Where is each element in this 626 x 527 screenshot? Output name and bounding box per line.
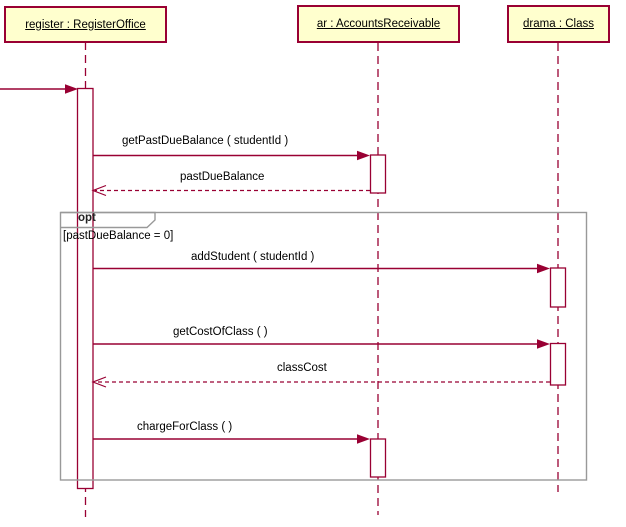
- opt-fragment-frame[interactable]: [59, 211, 588, 481]
- activation-bar-drama-addstudent[interactable]: [549, 267, 567, 308]
- arrowhead-solid: [357, 150, 370, 161]
- activation-bar-ar-getpastduebalance[interactable]: [369, 154, 387, 194]
- message-label-getcostofclass[interactable]: getCostOfClass ( ): [173, 326, 268, 338]
- message-addstudent[interactable]: [93, 263, 550, 274]
- arrowhead-open: [91, 376, 107, 388]
- message-label-chargeforclass[interactable]: chargeForClass ( ): [137, 421, 233, 433]
- arrowhead-solid: [357, 434, 370, 444]
- lifeline-label-ar: ar : AccountsReceivable: [316, 18, 441, 30]
- arrowhead-open: [91, 184, 107, 197]
- lifeline-head-register[interactable]: register : RegisterOffice: [4, 6, 167, 43]
- message-label-classcost[interactable]: classCost: [277, 362, 327, 374]
- activation-bar-drama-getcostofclass[interactable]: [549, 342, 567, 386]
- message-label-addstudent[interactable]: addStudent ( studentId ): [191, 251, 315, 263]
- lifeline-head-ar[interactable]: ar : AccountsReceivable: [297, 5, 460, 43]
- message-found[interactable]: [0, 84, 78, 94]
- message-getpastduebalance[interactable]: [93, 150, 370, 161]
- opt-operator-label: opt: [78, 212, 96, 224]
- message-label-pastduebalance[interactable]: pastDueBalance: [180, 171, 265, 183]
- lifeline-label-register: register : RegisterOffice: [25, 18, 146, 31]
- lifeline-head-drama[interactable]: drama : Class: [507, 5, 610, 43]
- arrowhead-solid: [537, 339, 550, 349]
- activation-bar-register[interactable]: [76, 87, 94, 490]
- message-return-pastduebalance[interactable]: [91, 184, 370, 197]
- lifeline-label-drama: drama : Class: [523, 18, 594, 30]
- message-getcostofclass[interactable]: [93, 339, 550, 349]
- message-return-classcost[interactable]: [91, 376, 550, 388]
- opt-fragment-operator-pentagon: [60, 211, 156, 229]
- arrowhead-solid: [537, 263, 550, 274]
- opt-guard-label[interactable]: [pastDueBalance = 0]: [63, 230, 174, 242]
- message-chargeforclass[interactable]: [93, 434, 370, 444]
- activation-bar-ar-chargeforclass[interactable]: [369, 438, 387, 478]
- message-label-getpastduebalance[interactable]: getPastDueBalance ( studentId ): [122, 135, 289, 147]
- arrowhead-solid: [65, 84, 78, 94]
